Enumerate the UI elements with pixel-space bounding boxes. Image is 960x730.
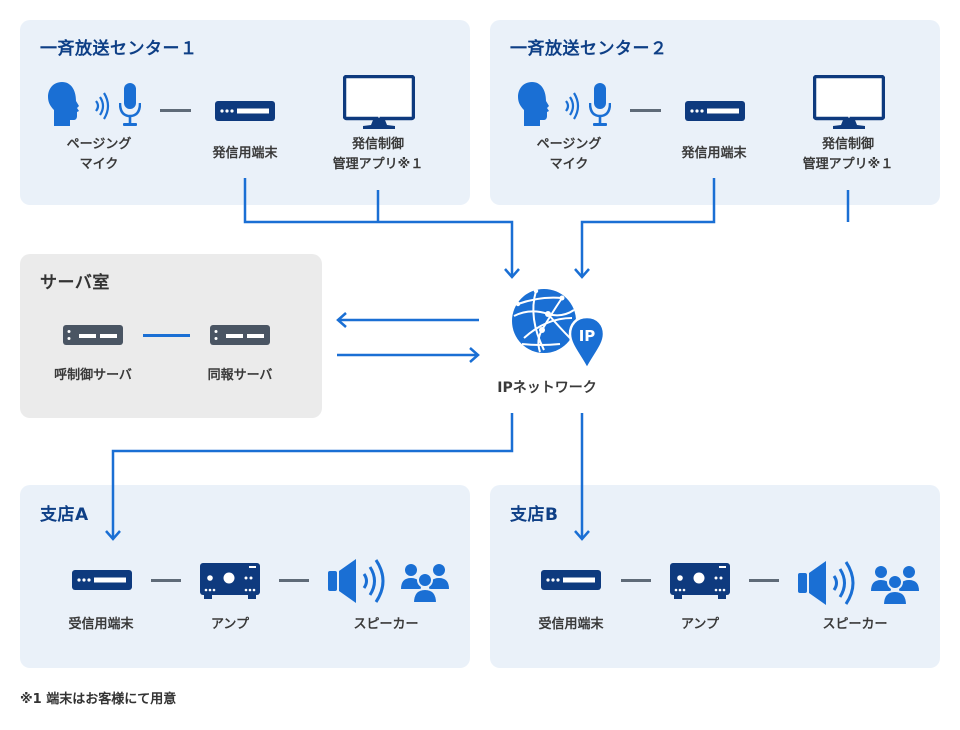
- paging-mic-label-line1: ページング: [536, 137, 602, 152]
- broadcast-server-icon: [210, 325, 270, 345]
- sending-terminal-icon: [215, 101, 275, 121]
- speaker-icon: [798, 560, 858, 606]
- broadcast-center-2-title: 一斉放送センター２: [510, 39, 668, 59]
- control-app-label-line2: 管理アプリ※１: [802, 157, 894, 172]
- paging-mic-label-line1: ページング: [66, 137, 132, 152]
- ip-badge-text: IP: [579, 327, 596, 345]
- globe-network-icon: [512, 288, 576, 353]
- control-app-label-line1: 発信制御: [351, 137, 405, 152]
- amplifier-icon: [670, 563, 730, 599]
- arrowhead-down: [504, 268, 520, 279]
- receiving-terminal-label: 受信用端末: [68, 617, 134, 632]
- sending-terminal-label: 発信用端末: [212, 146, 278, 161]
- paging-mic-label-line2: マイク: [549, 157, 589, 172]
- mic-terminal-link: [160, 109, 191, 112]
- amplifier-icon: [200, 563, 260, 599]
- branch-a-title: 支店A: [40, 505, 89, 525]
- speaking-head-icon: [48, 80, 80, 128]
- speaker-label: スピーカー: [353, 617, 419, 632]
- receiving-terminal-label: 受信用端末: [538, 617, 604, 632]
- microphone-icon: [589, 83, 611, 129]
- sound-waves-icon: [94, 91, 110, 121]
- people-icon: [401, 563, 449, 603]
- server-room-title: サーバ室: [40, 273, 110, 293]
- arrowhead-down: [574, 268, 590, 279]
- branch-b-title: 支店B: [510, 505, 559, 525]
- control-app-label-line1: 発信制御: [821, 137, 875, 152]
- microphone-icon: [119, 83, 141, 129]
- ip-pin-icon: IP: [568, 315, 606, 371]
- sound-waves-icon: [564, 91, 580, 121]
- people-icon: [871, 565, 919, 605]
- paging-mic-label-line2: マイク: [79, 157, 119, 172]
- monitor-icon: [343, 75, 415, 129]
- monitor-icon: [813, 75, 885, 129]
- mic-terminal-link: [630, 109, 661, 112]
- call-control-server-icon: [63, 325, 123, 345]
- receiving-terminal-icon: [72, 570, 132, 590]
- control-app-label-line2: 管理アプリ※１: [332, 157, 424, 172]
- receiving-terminal-icon: [541, 570, 601, 590]
- amp-speaker-link: [279, 579, 309, 582]
- amplifier-label: アンプ: [210, 617, 250, 632]
- broadcast-center-1-title: 一斉放送センター１: [40, 39, 198, 59]
- receiver-amp-link: [151, 579, 181, 582]
- call-control-server-label: 呼制御サーバ: [54, 368, 132, 383]
- sending-terminal-label: 発信用端末: [681, 146, 747, 161]
- footnote: ※1 端末はお客様にて用意: [20, 692, 177, 707]
- broadcast-server-label: 同報サーバ: [207, 368, 273, 383]
- receiver-amp-link: [621, 579, 651, 582]
- speaking-head-icon: [518, 80, 550, 128]
- arrowhead-right: [469, 347, 480, 363]
- speaker-icon: [328, 558, 388, 604]
- server-link: [143, 334, 190, 337]
- speaker-label: スピーカー: [822, 617, 888, 632]
- amp-speaker-link: [749, 579, 779, 582]
- sending-terminal-icon: [685, 101, 745, 121]
- arrowhead-left: [336, 312, 347, 328]
- ip-network-label: IPネットワーク: [497, 380, 597, 396]
- amplifier-label: アンプ: [680, 617, 720, 632]
